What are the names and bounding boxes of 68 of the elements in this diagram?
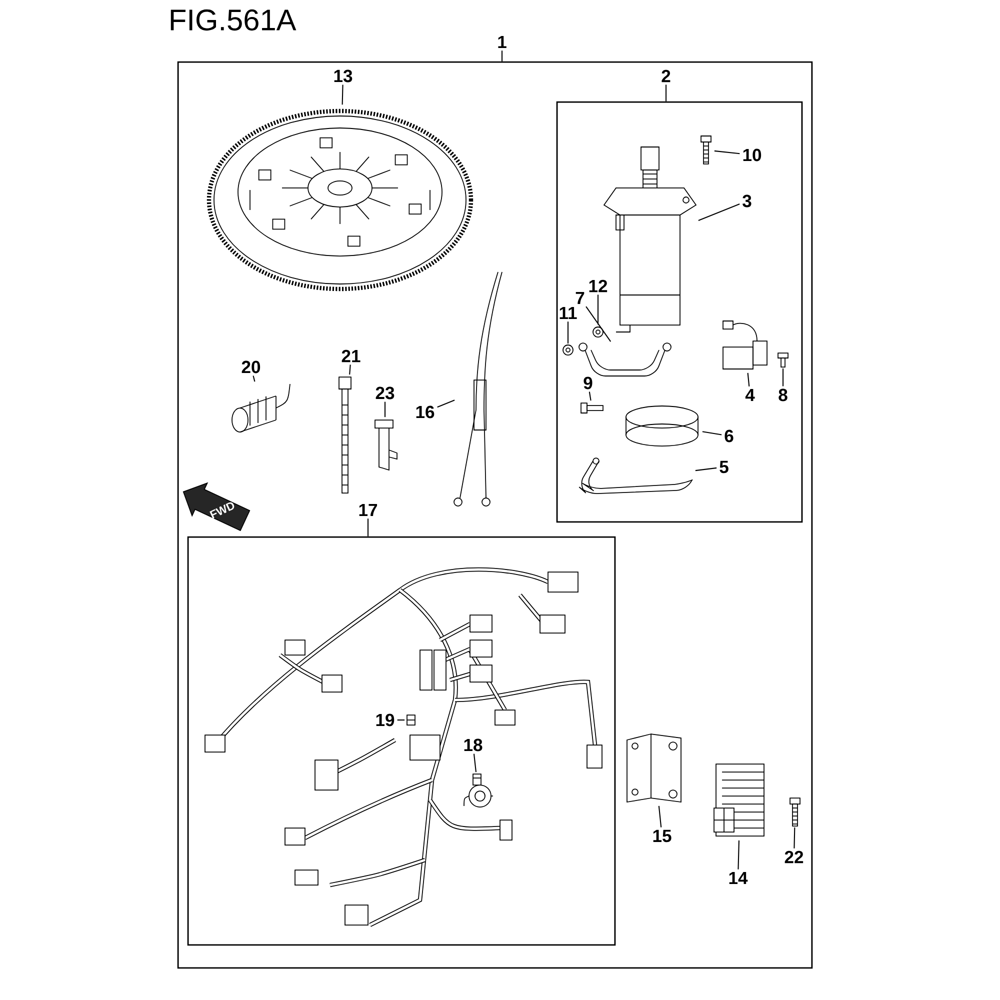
battery-cable-drawing xyxy=(454,272,502,506)
leader-line xyxy=(695,467,717,472)
cable-tie-drawing xyxy=(338,376,352,494)
leader-line xyxy=(665,84,667,102)
bolt-drawing xyxy=(790,798,800,826)
strap-drawing xyxy=(578,458,694,494)
leader-line xyxy=(698,204,740,222)
callout-number: 10 xyxy=(743,148,762,162)
leader-line xyxy=(586,306,612,342)
leader-line xyxy=(567,322,569,344)
leader-line xyxy=(588,392,592,401)
callout-number: 23 xyxy=(376,386,394,400)
callout-number: 19 xyxy=(376,714,394,726)
callout-number: 5 xyxy=(720,460,728,474)
nut-drawing xyxy=(562,344,574,356)
callout-number: 4 xyxy=(745,388,755,402)
panel-frame xyxy=(187,536,616,946)
callout-number: 21 xyxy=(342,350,360,362)
leader-line xyxy=(702,431,722,436)
clamp-drawing xyxy=(374,420,398,471)
callout-number: 16 xyxy=(416,406,434,418)
leader-line xyxy=(367,518,369,536)
callout-number: 7 xyxy=(576,292,584,304)
leader-line xyxy=(597,294,599,325)
bolt-drawing xyxy=(700,136,712,164)
callout-number: 6 xyxy=(724,430,734,442)
callout-number: 13 xyxy=(334,70,352,82)
callout-number: 11 xyxy=(560,306,577,320)
leader-line xyxy=(714,150,740,154)
callout-number: 18 xyxy=(464,738,482,752)
callout-number: 15 xyxy=(653,830,672,842)
callout-number: 12 xyxy=(589,280,608,292)
leader-line xyxy=(342,84,344,105)
callout-number: 14 xyxy=(729,872,748,884)
leader-line xyxy=(658,806,662,828)
leader-line xyxy=(747,372,750,386)
leader-line xyxy=(252,376,256,382)
leader-line xyxy=(473,754,477,772)
callout-number: 17 xyxy=(359,504,378,516)
leader-line xyxy=(501,50,503,62)
leader-line xyxy=(738,840,740,870)
washer-drawing xyxy=(592,326,604,338)
grommet-drawing xyxy=(232,384,290,432)
panel-frame xyxy=(556,101,803,523)
screw-drawing xyxy=(778,352,788,368)
sensor-drawing xyxy=(464,774,494,808)
callout-number: 22 xyxy=(784,850,804,864)
panel-frame xyxy=(177,61,813,969)
regulator-drawing xyxy=(714,764,764,836)
relay-drawing xyxy=(722,320,768,370)
callout-number: 1 xyxy=(498,36,506,48)
flywheel-drawing xyxy=(206,108,474,292)
leader-line xyxy=(437,400,455,408)
leader-line xyxy=(794,827,796,848)
bolt-drawing xyxy=(580,402,604,414)
leader-line xyxy=(384,402,386,418)
callout-number: 3 xyxy=(742,194,752,208)
figure-title: FIG.561A xyxy=(170,9,296,31)
callout-number: 8 xyxy=(778,388,788,402)
band-drawing xyxy=(626,406,698,446)
callout-number: 2 xyxy=(662,70,670,82)
leader-line xyxy=(349,364,351,375)
leader-line xyxy=(782,368,784,386)
clip-drawing xyxy=(406,714,416,726)
leader-line xyxy=(397,719,405,721)
callout-number: 20 xyxy=(242,360,260,374)
callout-number: 9 xyxy=(584,376,592,390)
cable-drawing xyxy=(578,342,672,376)
